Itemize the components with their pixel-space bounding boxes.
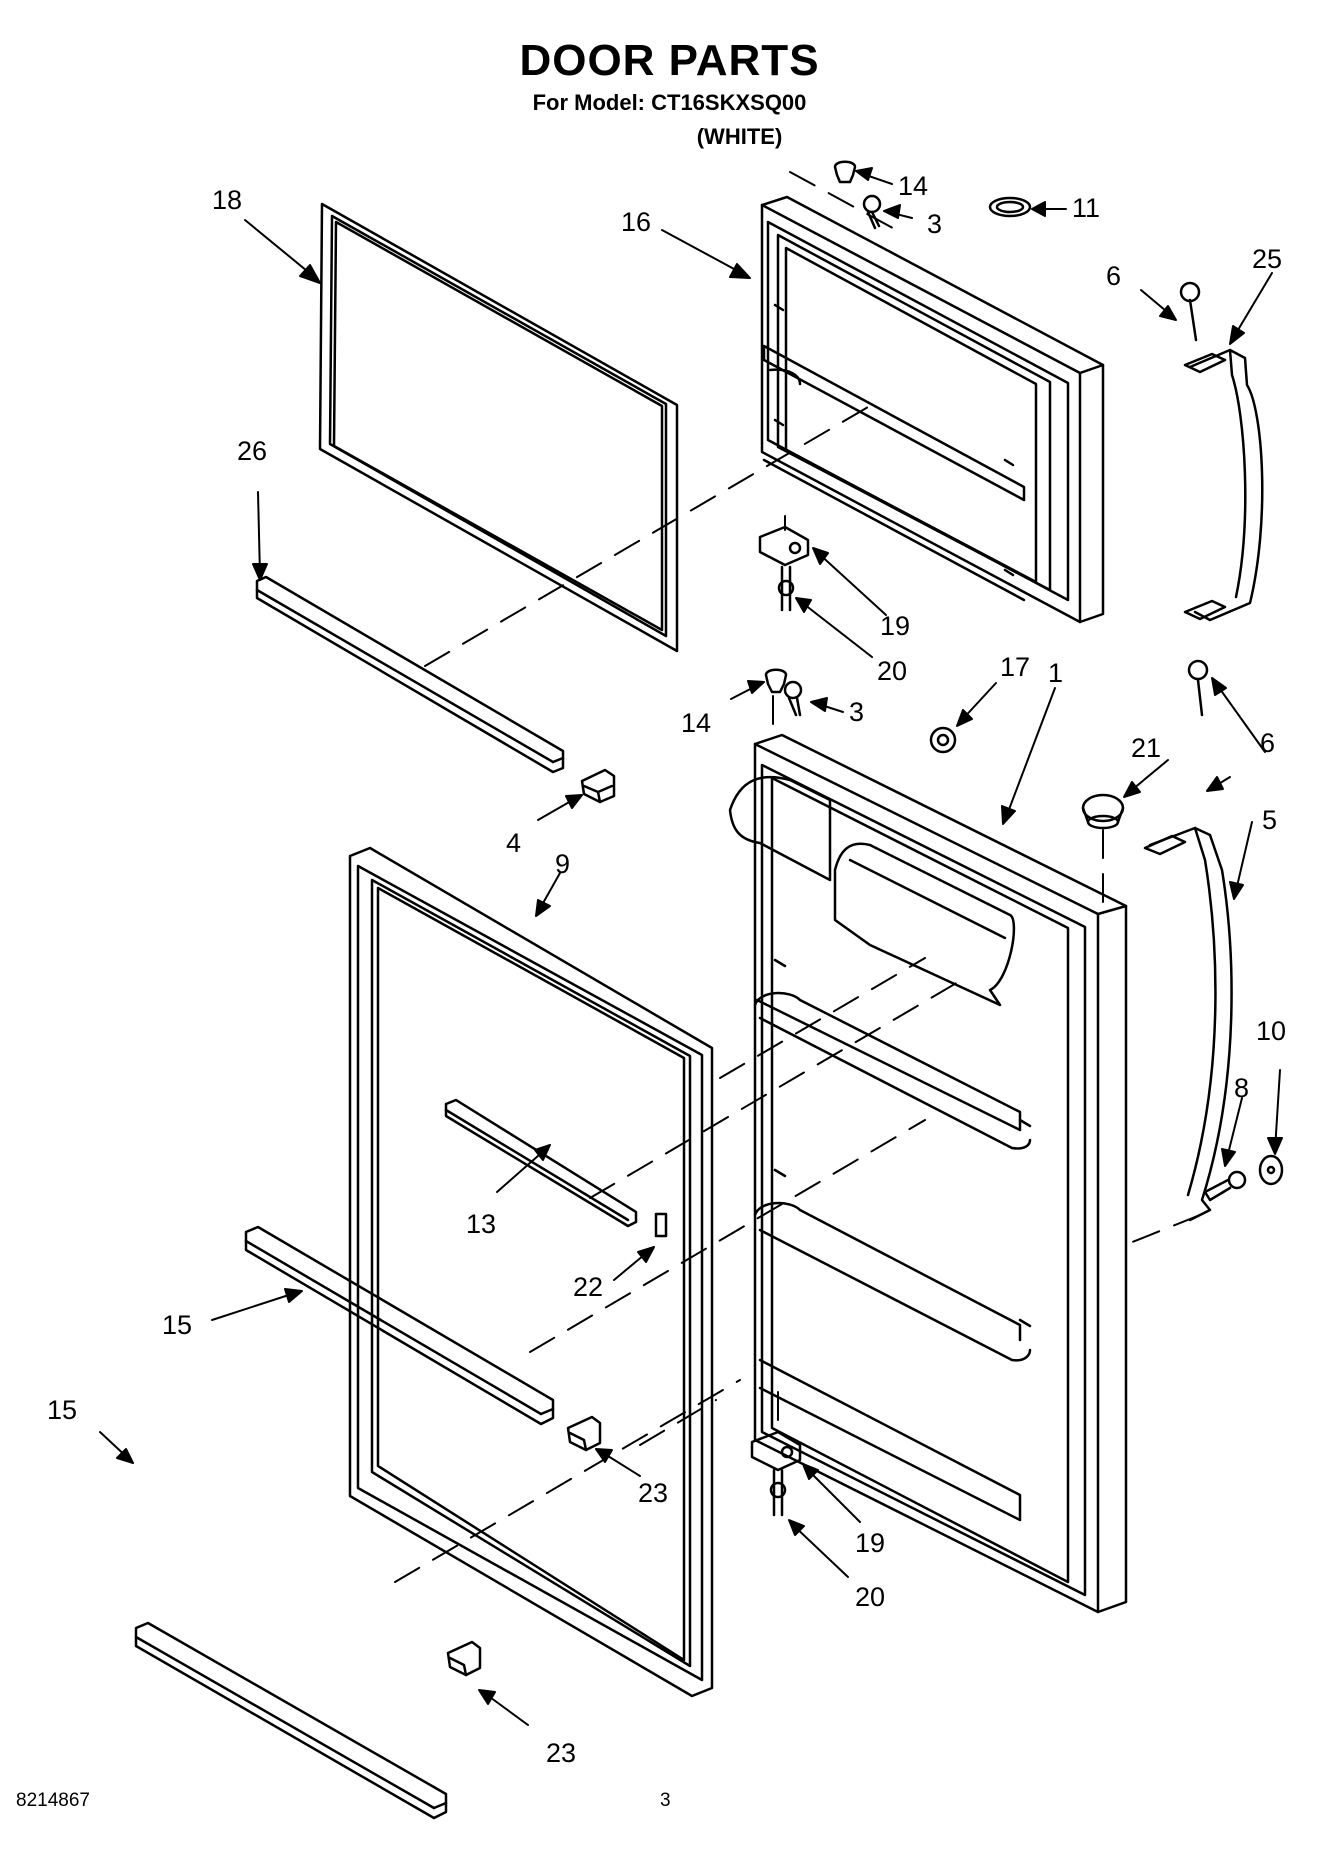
clip-22[interactable] <box>654 1212 668 1238</box>
hinge-19a[interactable] <box>758 525 810 567</box>
breaker-strip-15b[interactable] <box>134 1621 448 1820</box>
page-title: DOOR PARTS <box>519 36 820 85</box>
callout-14a: 14 <box>898 171 928 201</box>
callout-23a: 23 <box>638 1478 668 1508</box>
screw-3b[interactable] <box>783 680 803 717</box>
model-subtitle: For Model: CT16SKXSQ00 <box>532 90 807 115</box>
screw-6a[interactable] <box>1179 281 1201 342</box>
callout-26: 26 <box>237 436 267 466</box>
callout-22: 22 <box>573 1272 603 1302</box>
callout-3b: 3 <box>849 697 864 727</box>
screw-3a[interactable] <box>862 194 882 230</box>
breaker-strip-13[interactable] <box>444 1098 638 1228</box>
callout-14b: 14 <box>681 708 711 738</box>
alignment-lines <box>394 171 1201 1583</box>
plug-button-21[interactable] <box>1081 793 1125 830</box>
breaker-strip-26[interactable] <box>255 575 565 774</box>
callout-5: 5 <box>1262 805 1277 835</box>
callout-19b: 19 <box>855 1528 885 1558</box>
callout-19a: 19 <box>880 611 910 641</box>
refrigerator-door[interactable] <box>728 733 1128 1614</box>
callout-11: 11 <box>1072 193 1100 223</box>
screw-8[interactable] <box>1203 1170 1247 1202</box>
screw-20b[interactable] <box>769 1468 787 1517</box>
freezer-door-gasket[interactable] <box>318 202 679 653</box>
callout-17: 17 <box>1000 652 1030 682</box>
callout-15a: 15 <box>162 1310 192 1340</box>
callout-9: 9 <box>555 849 570 879</box>
color-variant: (WHITE) <box>696 124 783 149</box>
callout-25: 25 <box>1252 244 1282 274</box>
plug-button-14a[interactable] <box>833 160 857 184</box>
spacer-11[interactable] <box>988 196 1032 218</box>
page-number: 3 <box>660 1790 671 1811</box>
callout-6a: 6 <box>1106 261 1121 291</box>
callout-20b: 20 <box>855 1582 885 1612</box>
clip-23b[interactable] <box>446 1640 482 1677</box>
callout-4: 4 <box>506 828 521 858</box>
callout-8: 8 <box>1234 1073 1249 1103</box>
document-number: 8214867 <box>16 1790 90 1811</box>
callout-20a: 20 <box>877 656 907 686</box>
callout-18: 18 <box>212 185 242 215</box>
callout-6b: 6 <box>1260 728 1275 758</box>
breaker-strip-15a[interactable] <box>244 1225 555 1426</box>
callout-1: 1 <box>1048 658 1063 688</box>
refrigerator-handle-5[interactable] <box>1143 826 1233 1222</box>
freezer-handle-25[interactable] <box>1183 348 1264 622</box>
callout-3a: 3 <box>927 209 942 239</box>
leader-arrows <box>99 167 1283 1726</box>
screw-20a[interactable] <box>777 565 795 612</box>
refrigerator-door-gasket[interactable] <box>348 846 714 1698</box>
plug-button-14b[interactable] <box>764 668 788 694</box>
hinge-19b[interactable] <box>750 1430 802 1472</box>
callout-16: 16 <box>621 207 651 237</box>
cam-17[interactable] <box>929 726 957 754</box>
clip-4[interactable] <box>580 768 616 804</box>
callout-labels: 18 16 14 3 11 6 25 26 19 20 17 1 14 3 6 … <box>47 171 1286 1768</box>
clip-23a[interactable] <box>566 1415 602 1452</box>
spacer-10[interactable] <box>1258 1154 1284 1186</box>
callout-15b: 15 <box>47 1395 77 1425</box>
callout-23b: 23 <box>546 1738 576 1768</box>
freezer-door[interactable] <box>760 195 1105 624</box>
callout-13: 13 <box>466 1209 496 1239</box>
callout-10: 10 <box>1256 1016 1286 1046</box>
screw-6b[interactable] <box>1187 659 1209 717</box>
callout-21: 21 <box>1131 733 1161 763</box>
